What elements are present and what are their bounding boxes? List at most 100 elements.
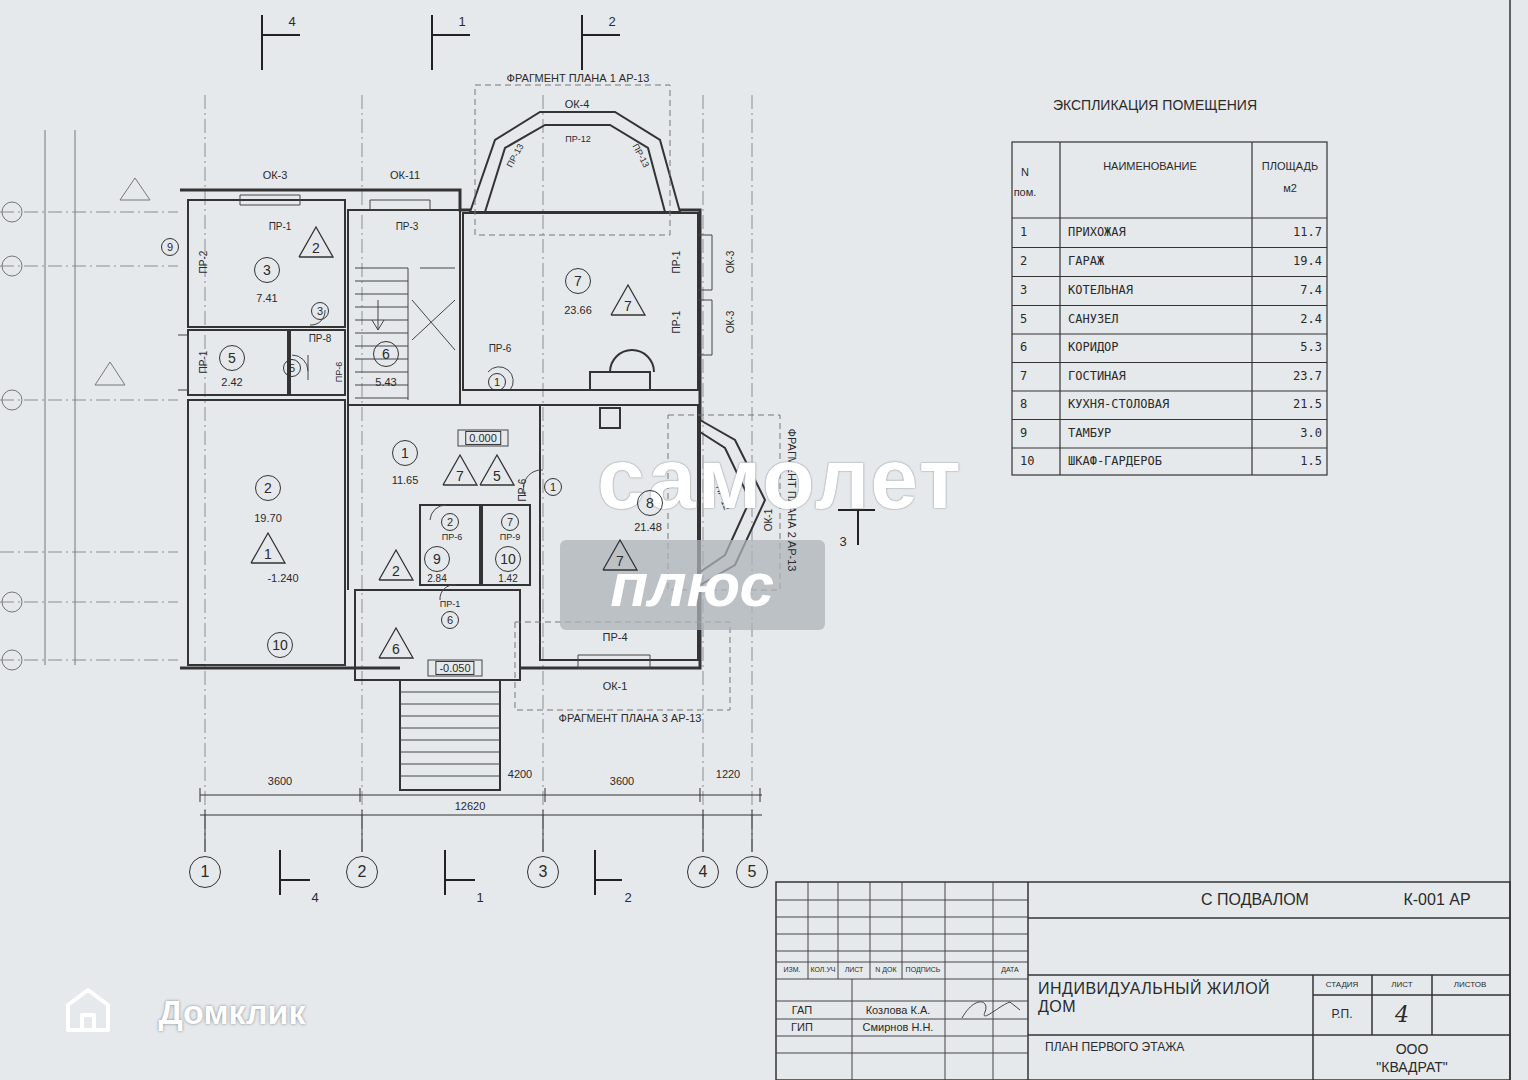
- drawing-label: 7.41: [256, 292, 277, 304]
- room-number: 1: [544, 478, 562, 496]
- drawing-label: 7.4: [1300, 284, 1322, 297]
- node-number: 2: [264, 481, 272, 495]
- drawing-label: ПР-6: [335, 362, 345, 382]
- triangle-path: [379, 628, 413, 658]
- drawing-label: 21.5: [1293, 398, 1322, 411]
- drawing-label: ПР-8: [309, 333, 332, 344]
- drawing-label: ПР-13: [630, 142, 651, 169]
- room-number: 7: [565, 268, 591, 294]
- triangle-path: [443, 455, 477, 485]
- drawing-label: НАИМЕНОВАНИЕ: [1103, 160, 1197, 172]
- node-number: 1: [264, 547, 272, 561]
- room-number: 6: [441, 611, 459, 629]
- drawing-label: ПР-6: [442, 533, 462, 543]
- drawing-label: 3600: [268, 775, 292, 787]
- node-number: 9: [167, 242, 173, 253]
- drawing-label: ПР-1: [671, 251, 682, 274]
- drawing-label: 1: [1020, 226, 1027, 239]
- drawing-label: ПЛАН ПЕРВОГО ЭТАЖА: [1045, 1041, 1184, 1054]
- drawing-label: ПР-1: [198, 351, 209, 374]
- drawing-label: ОК-3: [725, 251, 736, 274]
- drawing-label: ИНДИВИДУАЛЬНЫЙ ЖИЛОЙ ДОМ: [1038, 980, 1278, 1015]
- drawing-label: 0.000: [465, 431, 501, 445]
- node-number: 2: [358, 864, 367, 880]
- drawing-label: ОК-4: [565, 98, 590, 110]
- drawing-label: ПР-3: [396, 221, 419, 232]
- drawing-label: 19.4: [1293, 255, 1322, 268]
- node-number: 3: [263, 263, 271, 277]
- triangle-path: [251, 533, 285, 563]
- drawing-label: 19.70: [254, 512, 282, 524]
- drawing-label: 3600: [610, 775, 634, 787]
- drawing-label: 7: [1020, 370, 1027, 383]
- room-number: 2: [441, 513, 459, 531]
- drawing-label: Козлова К.А.: [866, 1004, 931, 1016]
- drawing-label: 1.42: [498, 573, 517, 584]
- drawing-label: 2.42: [221, 376, 242, 388]
- drawing-label: ОК-3: [263, 169, 288, 181]
- drawing-label: 8: [1020, 398, 1027, 411]
- room-number: 3: [254, 257, 280, 283]
- drawing-label: 1: [458, 15, 465, 29]
- callout-triangle: 5: [479, 454, 515, 486]
- drawing-label: 2: [624, 891, 631, 905]
- drawing-label: ПР-2: [198, 251, 209, 274]
- drawing-label: "КВАДРАТ": [1376, 1060, 1447, 1075]
- node-number: 5: [748, 864, 757, 880]
- axis-marker: 1: [189, 856, 221, 888]
- node-number: 9: [433, 552, 441, 566]
- drawing-label: ПР-12: [565, 135, 590, 145]
- watermark-text: плюс: [610, 551, 774, 619]
- node-number: 2: [392, 564, 400, 578]
- node-number: 6: [447, 615, 453, 626]
- axis-marker: 5: [736, 856, 768, 888]
- node-number: 7: [616, 554, 624, 568]
- drawing-label: 10: [1020, 455, 1034, 468]
- drawing-label: ООО: [1396, 1042, 1429, 1057]
- drawing-label: 3: [1020, 284, 1027, 297]
- drawing-label: 12620: [455, 800, 486, 812]
- drawing-label: -0.050: [435, 661, 474, 675]
- drawing-label: 6: [1020, 341, 1027, 354]
- callout-triangle: 7: [602, 539, 638, 571]
- callout-triangle: 7: [610, 284, 646, 316]
- drawing-label: -1.240: [267, 572, 298, 584]
- drawing-label: ГИП: [791, 1021, 813, 1033]
- drawing-label: ОК-1: [603, 680, 628, 692]
- drawing-label: 23.66: [564, 304, 592, 316]
- node-number: 2: [312, 241, 320, 255]
- drawing-label: 5.43: [375, 376, 396, 388]
- drawing-label: 3: [839, 535, 846, 549]
- drawing-label: 4: [311, 891, 318, 905]
- drawing-label: 11.7: [1293, 226, 1322, 239]
- drawing-label: N ДОК: [875, 966, 896, 974]
- drawing-label: КОЛ.УЧ: [810, 966, 835, 974]
- node-number: 8: [646, 496, 654, 510]
- drawing-label: К-001 АР: [1403, 891, 1470, 909]
- node-number: 10: [272, 638, 288, 652]
- drawing-label: ПР-9: [500, 533, 520, 543]
- drawing-label: 5.3: [1300, 341, 1322, 354]
- node-number: 4: [699, 864, 708, 880]
- drawing-label: 11.65: [392, 474, 419, 486]
- axis-marker: 3: [527, 856, 559, 888]
- drawing-label: ПР-1: [269, 221, 292, 232]
- callout-triangle: 1: [250, 532, 286, 564]
- drawing-label: 2: [608, 15, 615, 29]
- drawing-label: ПОДПИСЬ: [906, 966, 941, 974]
- drawing-label: ЛИСТ: [1391, 981, 1412, 990]
- triangle-path: [611, 285, 645, 315]
- axis-marker: 2: [346, 856, 378, 888]
- callout-triangle: 2: [298, 226, 334, 258]
- node-number: 5: [228, 351, 236, 365]
- drawing-label: ИЗМ.: [783, 966, 800, 974]
- drawing-label: ЛИСТОВ: [1454, 981, 1487, 990]
- triangle-path: [603, 540, 637, 570]
- node-number: 3: [317, 306, 323, 317]
- drawing-label: ПЛОЩАДЬ: [1262, 160, 1318, 172]
- drawing-label: 4: [288, 15, 295, 29]
- drawing-label: Р.П.: [1331, 1008, 1352, 1021]
- drawing-label: 1220: [716, 768, 740, 780]
- drawing-label: 1: [476, 891, 483, 905]
- drawing-label: м2: [1283, 182, 1297, 194]
